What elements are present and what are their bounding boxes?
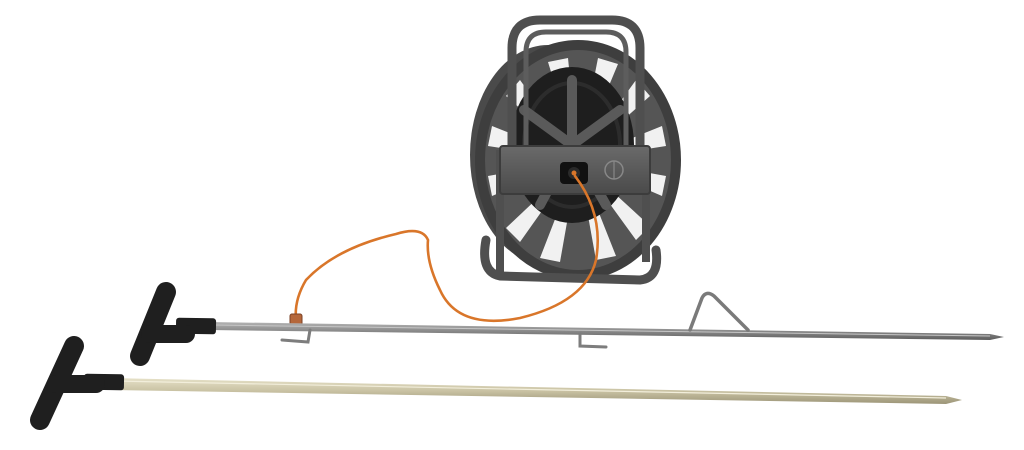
steel-ground-probe [130, 282, 1004, 366]
probe-t-handle [130, 282, 176, 366]
orange-test-lead [294, 174, 600, 323]
probe-hook-right [578, 332, 608, 349]
reel-frame-handle [507, 15, 645, 150]
cable-reel [470, 15, 681, 285]
probe-stand-loop [688, 291, 750, 332]
brass-ground-probe [30, 336, 962, 430]
reel-frame-base [480, 235, 662, 285]
probe-hook-left [280, 328, 312, 344]
connector-socket [560, 162, 588, 184]
